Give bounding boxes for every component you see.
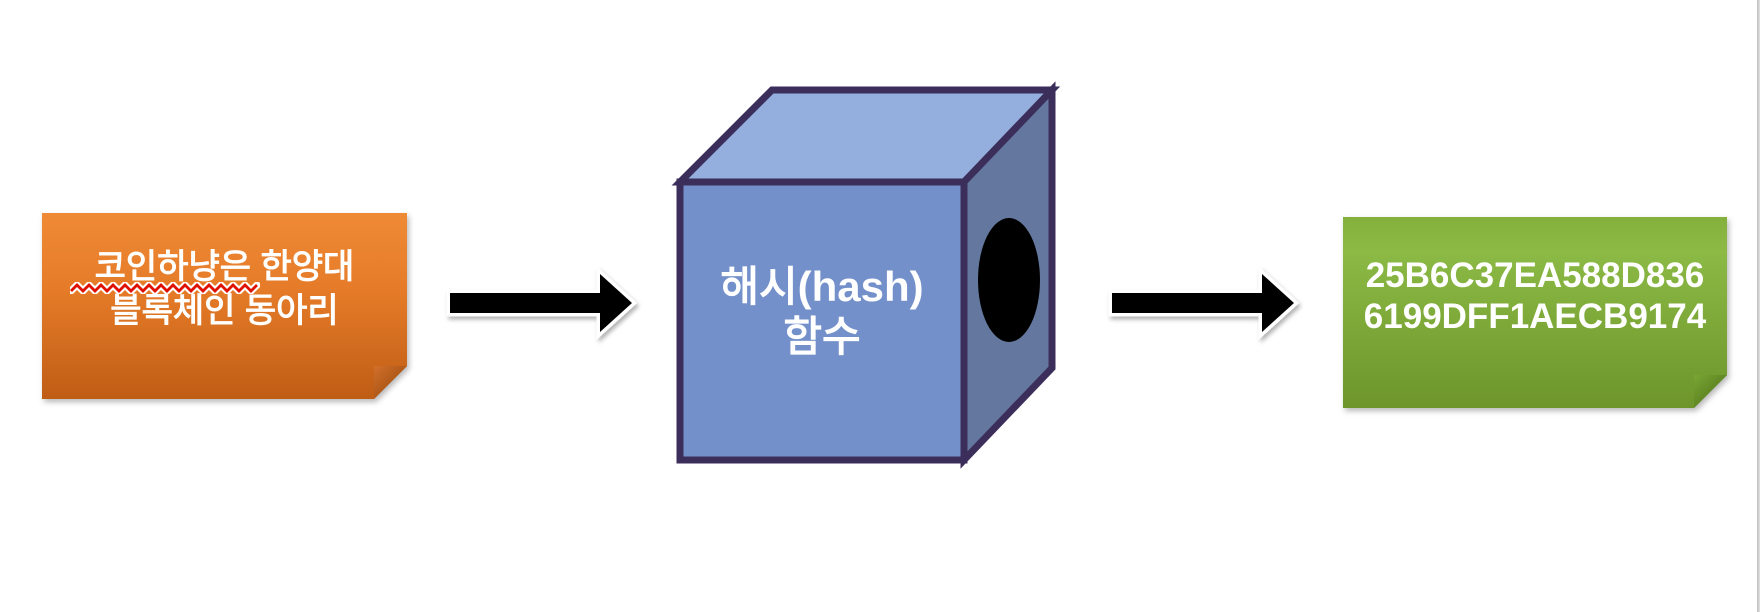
cube-top-face — [671, 86, 1061, 186]
cube-side-face — [960, 81, 1056, 469]
output-note-paper — [1343, 217, 1727, 408]
input-arrow-icon — [446, 266, 638, 340]
output-note-line1: 25B6C37EA588D836 — [1365, 256, 1705, 295]
hash-cube-label: 해시(hash) 함수 — [676, 262, 968, 362]
input-note-paper — [42, 213, 407, 399]
output-arrow-icon — [1108, 266, 1300, 340]
hash-exit-hole-icon — [978, 218, 1040, 342]
hash-cube-line1: 해시(hash) — [720, 263, 924, 310]
output-note-text: 25B6C37EA588D836 6199DFF1AECB9174 — [1343, 217, 1727, 337]
output-note-folded-corner — [1694, 375, 1727, 408]
slide-right-edge — [1757, 0, 1760, 612]
input-note-folded-corner — [374, 366, 407, 399]
spellcheck-squiggle-icon — [70, 282, 260, 294]
input-note: 코인하냥은 한양대 블록체인 동아리 — [42, 213, 407, 399]
input-note-line1: 코인하냥은 한양대 — [94, 248, 355, 286]
input-note-line2: 블록체인 동아리 — [110, 292, 339, 330]
output-note: 25B6C37EA588D836 6199DFF1AECB9174 — [1343, 217, 1727, 408]
output-note-line2: 6199DFF1AECB9174 — [1363, 297, 1707, 336]
hash-cube-line2: 함수 — [783, 313, 861, 360]
input-note-text: 코인하냥은 한양대 블록체인 동아리 — [42, 213, 407, 333]
